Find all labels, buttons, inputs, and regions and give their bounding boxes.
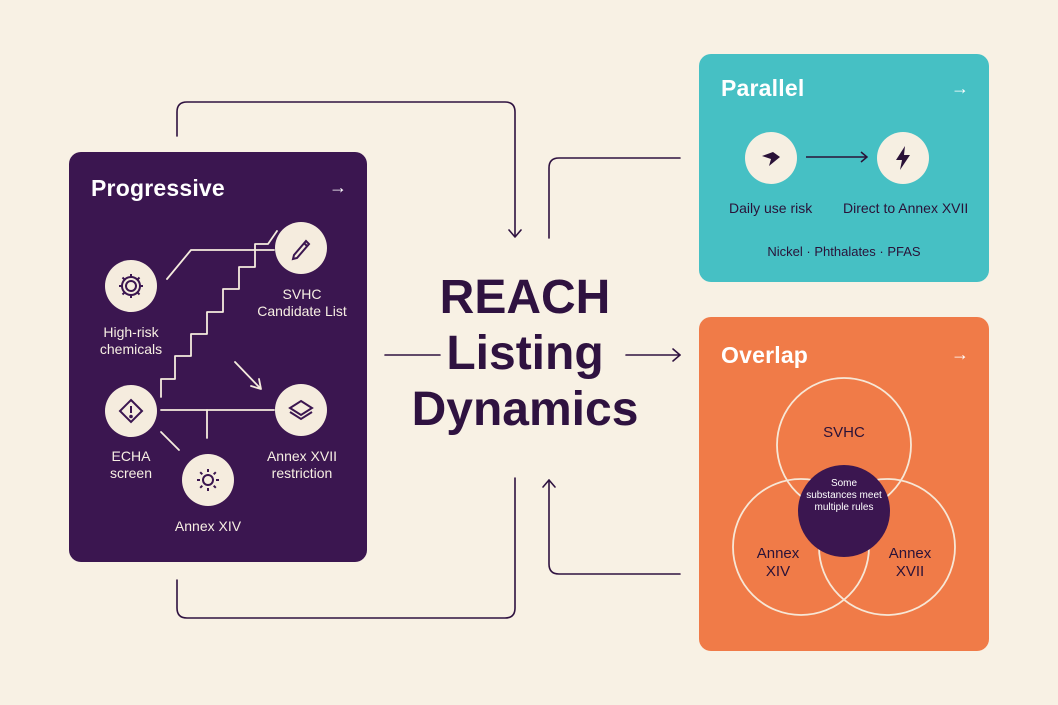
arrow-right-icon[interactable]: → [951, 78, 969, 98]
venn-annex-xvii-label: Annex XVII [888, 545, 932, 580]
direct-to-annex-xvii-label: Direct to Annex XVII [843, 200, 969, 216]
echa-screen-label: ECHA screen [109, 448, 153, 481]
annex-xiv-label: Annex XIV [174, 518, 242, 534]
venn-center-circle [798, 465, 890, 557]
venn-center-label: Some substances meet multiple rules [806, 478, 882, 513]
pen-icon [275, 222, 327, 274]
progressive-card[interactable]: Progressive → High-risk chemicals SVHC C… [69, 152, 367, 562]
venn-svhc-label: SVHC [823, 424, 865, 441]
annex-xvii-restriction-label: Annex XVII restriction [266, 448, 338, 481]
substances-examples: Nickel · Phthalates · PFAS [767, 244, 921, 259]
staircase-diagram [160, 230, 278, 451]
overlap-card[interactable]: Overlap → SVHC Annex XIV Annex XVII Some… [699, 317, 989, 651]
parallel-title: Parallel [721, 75, 805, 101]
gear-icon [105, 260, 157, 312]
lightning-icon [877, 132, 929, 184]
venn-diagram [732, 377, 956, 616]
parallel-arrow [806, 151, 869, 163]
layers-icon [275, 384, 327, 436]
daily-use-risk-label: Daily use risk [729, 200, 813, 216]
high-risk-chemicals-label: High-risk chemicals [99, 324, 163, 357]
svhc-candidate-list-label: SVHC Candidate List [257, 286, 347, 319]
page-title: REACH Listing Dynamics [411, 271, 639, 436]
arrow-right-icon[interactable]: → [329, 177, 347, 197]
progressive-title: Progressive [91, 175, 225, 201]
overlap-title: Overlap [721, 342, 809, 368]
arrow-right-icon[interactable]: → [951, 344, 969, 364]
parallel-card[interactable]: Parallel → Daily use risk Direct to Anne… [699, 54, 989, 282]
diamond-icon [105, 385, 157, 437]
venn-annex-xiv-label: Annex XIV [756, 545, 800, 580]
arrow-right-icon [745, 132, 797, 184]
sun-icon [182, 454, 234, 506]
